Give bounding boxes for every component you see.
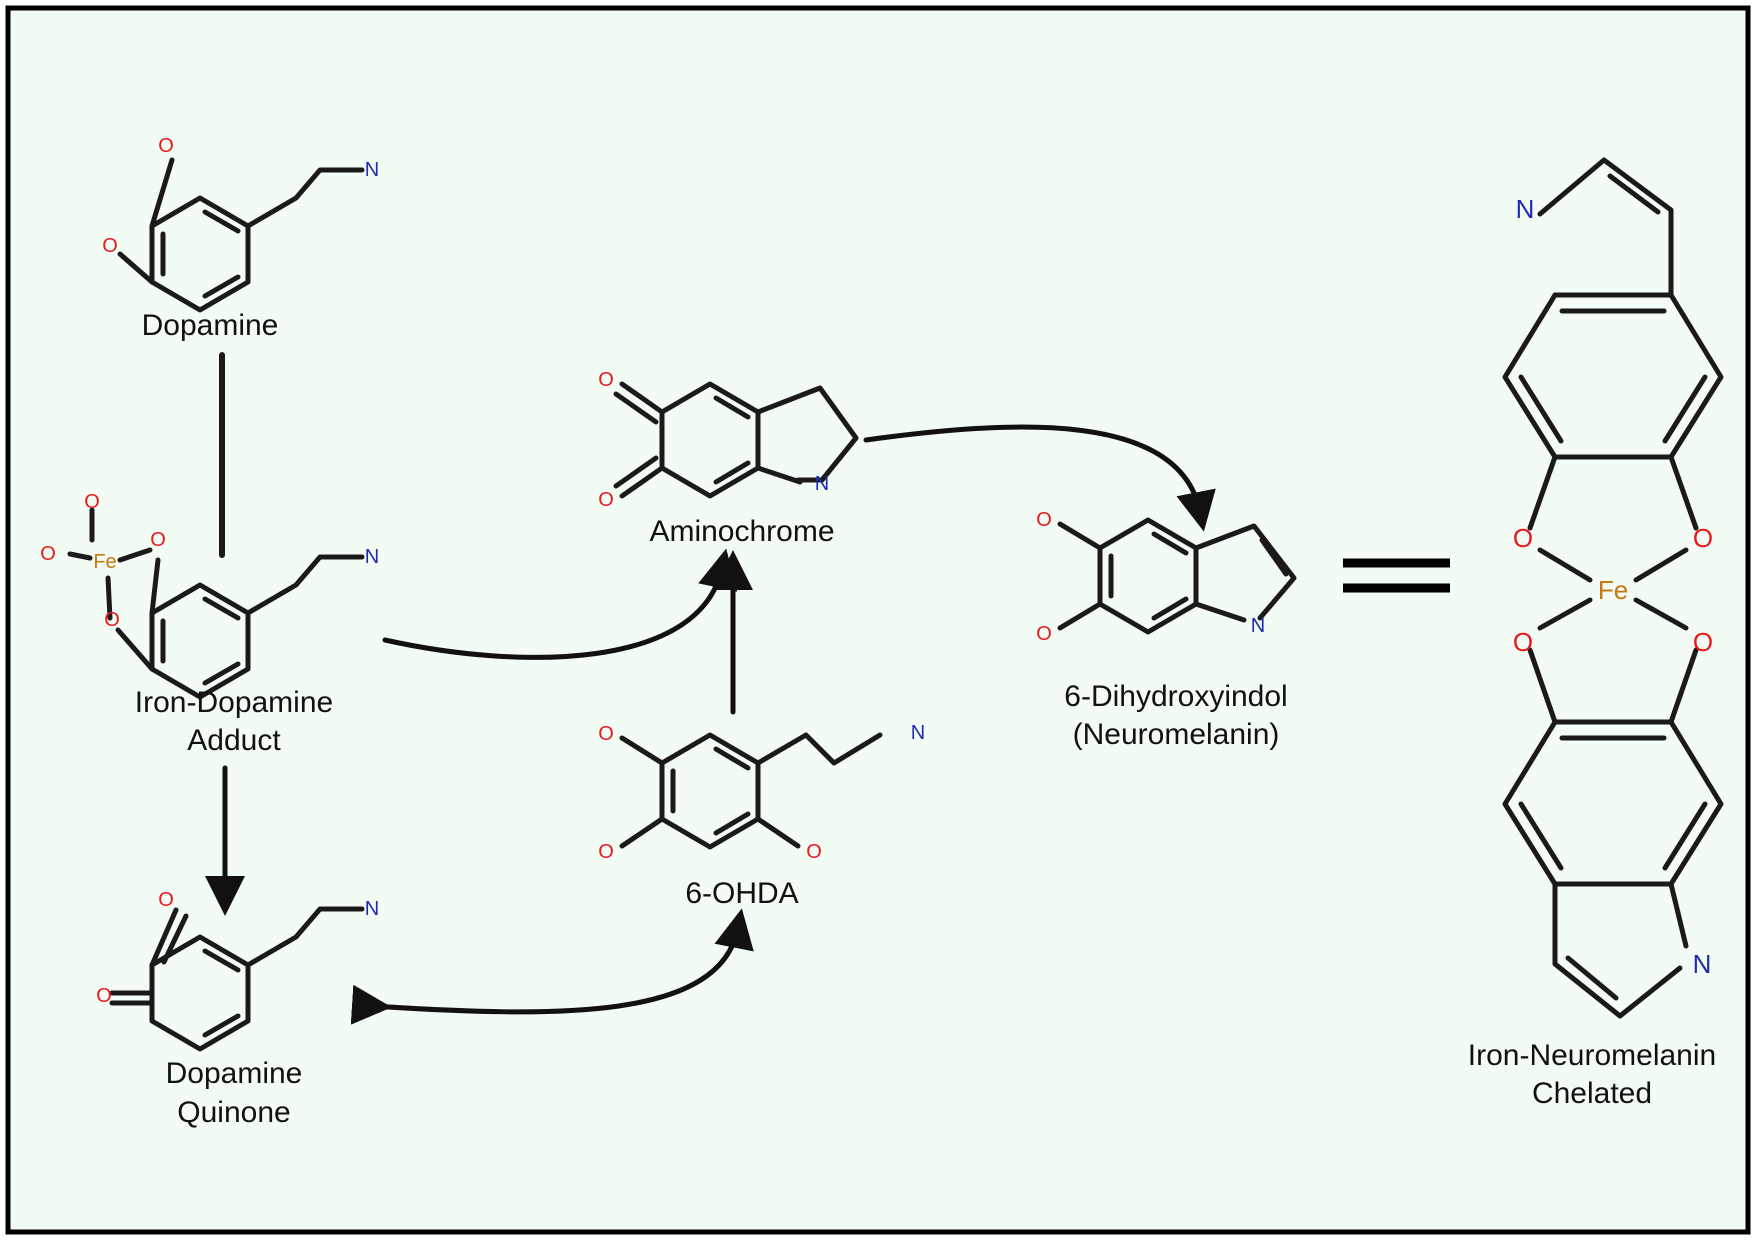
dopamine-label: Dopamine (142, 309, 279, 342)
nm-oxygen-3: O (1513, 627, 1533, 657)
nm-iron: Fe (1598, 575, 1628, 605)
aminochrome-molecule: O O N (598, 369, 859, 511)
diagram-frame (5, 5, 1751, 1235)
aminochrome-to-dhi-arrow (863, 424, 1216, 532)
iron-neuromelanin-molecule: N O O Fe O O N (1502, 157, 1724, 1019)
aminochrome-nitrogen: N (815, 473, 829, 495)
iron-neuromelanin-label-line1: Iron-Neuromelanin (1468, 1039, 1716, 1072)
ohda-nitrogen: N (911, 722, 925, 744)
adduct-oxygen-1: O (84, 491, 100, 513)
nm-nitrogen-bottom: N (1693, 949, 1712, 979)
quinone-oxygen-1: O (158, 889, 174, 911)
adduct-iron: Fe (93, 551, 116, 573)
aminochrome-label: Aminochrome (649, 515, 834, 548)
ohda-label: 6-OHDA (685, 877, 798, 910)
quinone-oxygen-2: O (96, 985, 112, 1007)
aminochrome-oxygen-2: O (598, 489, 614, 511)
ohda-oxygen-2: O (598, 841, 614, 863)
dhi-oxygen-2: O (1036, 623, 1052, 645)
dopamine-molecule: O O N (102, 135, 379, 313)
dopamine-oxygen-1: O (158, 135, 174, 157)
aminochrome-oxygen-1: O (598, 369, 614, 391)
adduct-to-aminochrome-arrow (382, 548, 738, 660)
dopamine-quinone-label-line1: Dopamine (166, 1057, 303, 1090)
ohda-molecule: O O O N (598, 722, 925, 863)
dhi-molecule: O O N (1036, 509, 1297, 645)
dhi-label-line1: 6-Dihydroxyindol (1064, 680, 1287, 713)
adduct-oxygen-3: O (150, 529, 166, 551)
quinone-ohda-arrow (350, 908, 754, 1025)
iron-dopamine-label-line2: Adduct (187, 724, 281, 757)
quinone-nitrogen: N (365, 898, 379, 920)
iron-dopamine-molecule: O O O O Fe N (40, 491, 379, 700)
dhi-nitrogen: N (1251, 615, 1265, 637)
dhi-oxygen-1: O (1036, 509, 1052, 531)
adduct-oxygen-2: O (40, 543, 56, 565)
nm-oxygen-1: O (1513, 523, 1533, 553)
dhi-label-line2: (Neuromelanin) (1073, 718, 1280, 751)
dopamine-quinone-molecule: O O N (96, 889, 379, 1052)
iron-neuromelanin-label-line2: Chelated (1532, 1077, 1652, 1110)
adduct-oxygen-4: O (104, 609, 120, 631)
nm-oxygen-4: O (1693, 627, 1713, 657)
dopamine-quinone-label-line2: Quinone (177, 1096, 290, 1129)
dopamine-nitrogen: N (365, 159, 379, 181)
adduct-nitrogen: N (365, 546, 379, 568)
iron-dopamine-label-line1: Iron-Dopamine (135, 686, 333, 719)
nm-nitrogen-top: N (1516, 194, 1535, 224)
nm-oxygen-2: O (1693, 523, 1713, 553)
ohda-oxygen-3: O (806, 841, 822, 863)
ohda-oxygen-1: O (598, 723, 614, 745)
dopamine-oxygen-2: O (102, 235, 118, 257)
